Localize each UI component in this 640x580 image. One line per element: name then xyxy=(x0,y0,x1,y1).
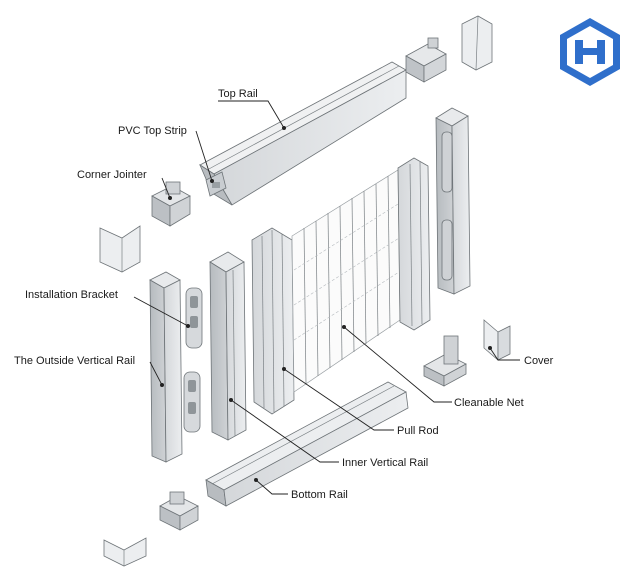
left-cover-part xyxy=(99,225,141,273)
bottom-rail-part xyxy=(205,381,409,507)
label-corner-jointer: Corner Jointer xyxy=(77,169,147,181)
inner-vertical-rail-part xyxy=(209,251,247,441)
label-pull-rod: Pull Rod xyxy=(397,425,439,437)
right-vertical-rail-part xyxy=(435,107,471,295)
right-corner-jointer-part xyxy=(423,335,467,387)
pull-rod-part xyxy=(251,227,295,415)
bottom-corner-jointer-part xyxy=(159,491,199,531)
installation-bracket-upper xyxy=(185,287,203,349)
label-cover: Cover xyxy=(524,355,554,367)
right-stile-part xyxy=(397,157,431,331)
top-corner-jointer-part xyxy=(405,37,447,83)
right-cover-part xyxy=(483,319,511,361)
label-top-rail: Top Rail xyxy=(218,88,258,100)
label-pvc-top-strip: PVC Top Strip xyxy=(118,125,187,137)
corner-jointer-part xyxy=(151,181,191,227)
top-rail-part xyxy=(199,61,407,206)
top-cover-part xyxy=(461,15,493,71)
label-installation-bracket: Installation Bracket xyxy=(25,289,118,301)
label-bottom-rail: Bottom Rail xyxy=(291,489,348,501)
installation-bracket-lower xyxy=(183,371,201,433)
leader-lines xyxy=(133,100,520,495)
cleanable-net-part xyxy=(291,169,401,393)
bottom-cover-part xyxy=(103,537,147,567)
label-inner-vertical-rail: Inner Vertical Rail xyxy=(342,457,428,469)
label-outside-vertical-rail: The Outside Vertical Rail xyxy=(14,355,135,367)
outside-vertical-rail-part xyxy=(149,271,183,463)
label-cleanable-net: Cleanable Net xyxy=(454,397,524,409)
brand-logo xyxy=(560,18,620,86)
